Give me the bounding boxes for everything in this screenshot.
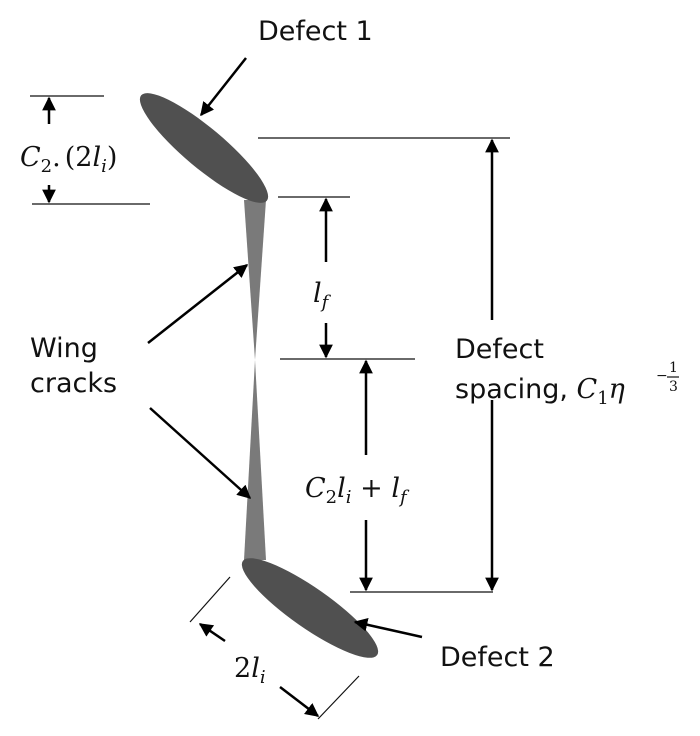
two-li-lower-extension-line <box>317 675 360 720</box>
two-li-upper-extension-line <box>189 576 231 623</box>
spacing-label-line2: spacing, C1η <box>455 374 625 409</box>
spacing-exponent-sign: − <box>656 368 668 384</box>
defect-1-pointer-arrow <box>200 57 247 117</box>
two-li-lower-arrow <box>279 686 320 717</box>
defect-2-ellipse <box>241 558 379 658</box>
two-li-upper-arrow <box>198 622 226 643</box>
wing-crack-lower <box>244 360 266 560</box>
wing-crack-upper <box>244 200 266 360</box>
spacing-exponent-denominator: 3 <box>669 379 678 395</box>
spacing-exponent-numerator: 1 <box>669 360 678 376</box>
defect-1-label: Defect 1 <box>258 16 373 47</box>
wing-crack-upper-arrow <box>147 264 249 344</box>
c2li-lf-label: C2li + lf <box>305 473 410 508</box>
defect-2-pointer-arrow <box>353 617 423 639</box>
wing-crack-lower-arrow <box>149 407 252 499</box>
wing-cracks-label-line1: Wing <box>30 333 98 364</box>
defect-1-ellipse <box>139 93 269 203</box>
c2-2li-label: C2.(2li) <box>20 142 117 177</box>
wing-cracks-label-line2: cracks <box>30 368 117 399</box>
defect-2-label: Defect 2 <box>440 642 555 673</box>
lf-label: lf <box>313 278 332 313</box>
two-li-label: 2li <box>234 653 266 688</box>
spacing-label-line1: Defect <box>455 334 544 365</box>
